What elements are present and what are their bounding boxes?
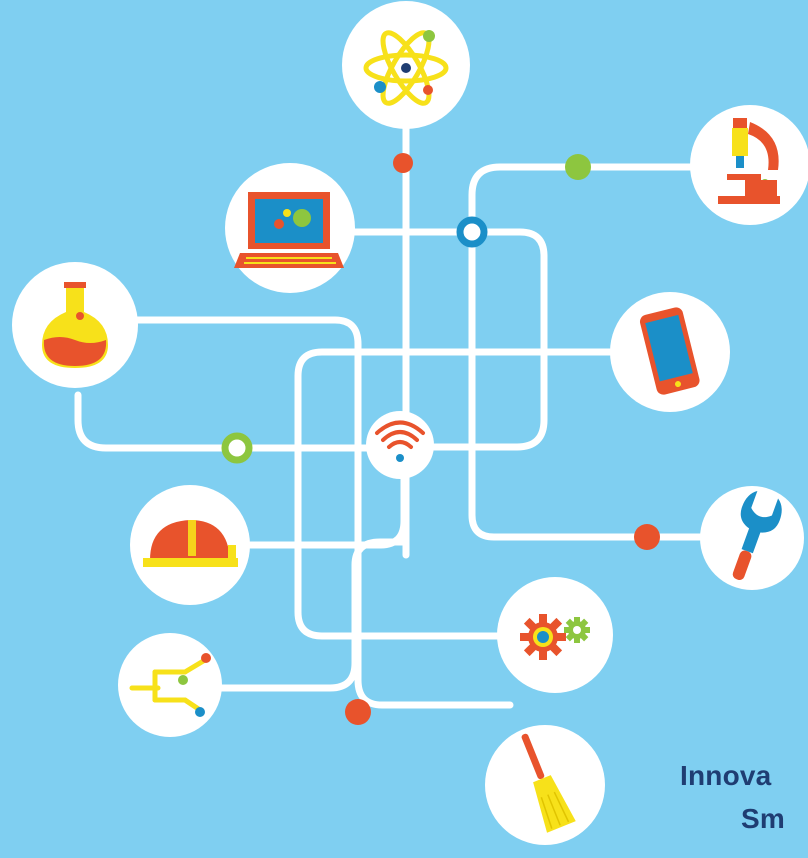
circuit-icon	[118, 633, 222, 737]
network-lines	[74, 51, 744, 709]
junction-dot-red	[393, 153, 413, 173]
smartphone-icon	[610, 292, 730, 412]
junction-ring-blue	[456, 216, 488, 248]
junction-ring-green	[221, 432, 253, 464]
junction-dots	[221, 153, 660, 725]
hardhat-icon	[130, 485, 250, 605]
junction-dot-red	[634, 524, 660, 550]
gears-icon	[497, 577, 613, 693]
microscope-icon	[690, 105, 808, 225]
atom-icon	[342, 1, 470, 129]
junction-dot-green	[565, 154, 591, 180]
caption-line-1: Innova	[680, 760, 772, 791]
wifi-icon	[366, 411, 434, 479]
brush-icon	[485, 725, 605, 845]
caption-line-2: Sm	[741, 803, 785, 834]
junction-dot-red	[345, 699, 371, 725]
wrench-icon	[700, 486, 804, 590]
flask-icon	[12, 262, 138, 388]
laptop-icon	[225, 163, 355, 293]
